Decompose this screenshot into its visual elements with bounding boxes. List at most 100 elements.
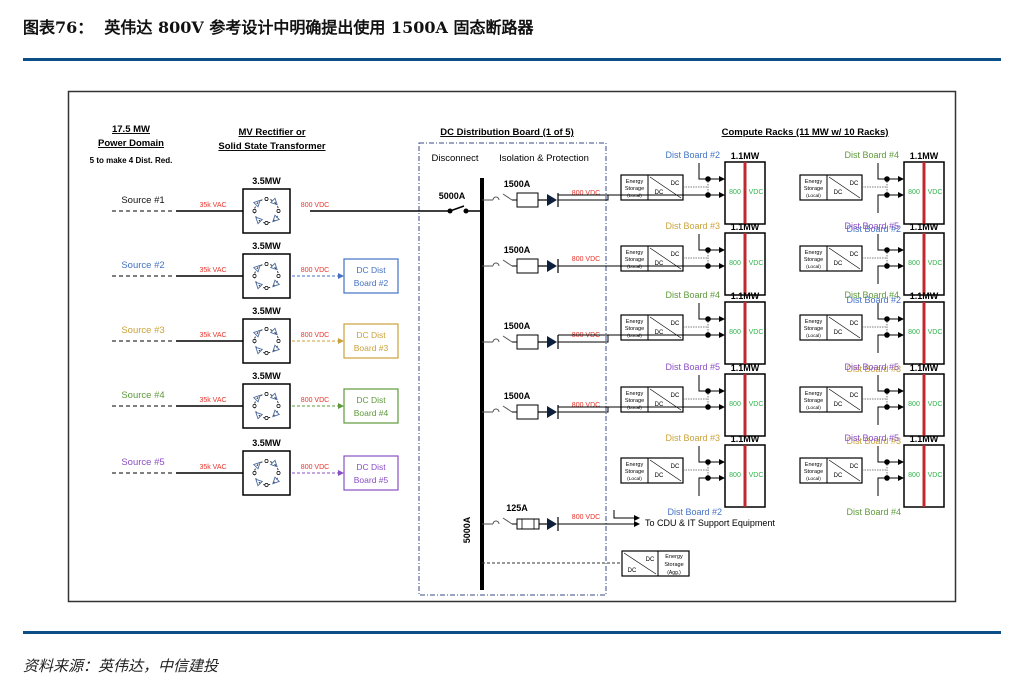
storage-dc-in: DC [671, 393, 680, 399]
rack-voltage-right: VDC [928, 329, 943, 336]
storage-label-1: Energy [805, 250, 823, 256]
breaker-rating: 125A [506, 503, 528, 513]
bottom-feed-label: Dist Board #2 [846, 224, 901, 234]
rack-rating: 1.1MW [731, 151, 760, 161]
agg-label-1: Energy [665, 554, 683, 560]
breaker-rating: 1500A [504, 179, 531, 189]
agg-dc-out: DC [628, 568, 637, 574]
arrow-icon [898, 475, 904, 481]
storage-label-1: Energy [626, 250, 644, 256]
storage-label-1: Energy [626, 462, 644, 468]
rectifier-bridge-icon [252, 459, 281, 487]
local-energy-storage [799, 174, 863, 201]
breaker-switch-icon [502, 517, 513, 525]
storage-dc-out: DC [655, 402, 664, 408]
arrow-icon [898, 192, 904, 198]
arrow-icon [338, 273, 344, 279]
storage-label-1: Energy [626, 179, 644, 185]
bottom-rule [23, 631, 1001, 634]
dc-dist-board-label-2: Board #4 [354, 408, 389, 418]
main-disconnect-rating: 5000A [439, 191, 466, 201]
solid-state-breaker-box [516, 192, 539, 208]
dc-voltage-label: 800 VDC [301, 202, 329, 209]
arrow-icon [634, 521, 640, 527]
storage-label-3: (Local) [627, 333, 642, 339]
source-label: Source #2 [121, 260, 164, 271]
breaker-switch-icon [502, 193, 513, 201]
storage-dc-in: DC [671, 252, 680, 258]
rack-rating: 1.1MW [731, 222, 760, 232]
rack-voltage-right: VDC [928, 401, 943, 408]
storage-label-2: Storage [625, 257, 644, 263]
arrow-icon [719, 404, 725, 410]
breaker-switch-icon [502, 405, 513, 413]
storage-label-2: Storage [625, 326, 644, 332]
rack-rating: 1.1MW [910, 434, 939, 444]
solid-state-breaker-box [516, 258, 539, 274]
storage-label-3: (Local) [627, 405, 642, 411]
rectifier-rating: 3.5MW [252, 306, 281, 316]
dc-voltage-label: 800 VDC [301, 267, 329, 274]
source-label: Source #3 [121, 325, 164, 336]
arrow-icon [719, 316, 725, 322]
storage-dc-in: DC [850, 181, 859, 187]
rack-voltage-right: VDC [928, 260, 943, 267]
rack-voltage-left: 800 [729, 189, 741, 196]
rack-rating: 1.1MW [731, 434, 760, 444]
local-energy-storage [620, 386, 684, 413]
breaker-contact-icon [492, 408, 500, 413]
bottom-feed-label: Dist Board #2 [846, 295, 901, 305]
dc-dist-board-label-1: DC Dist [356, 462, 386, 472]
storage-label-2: Storage [804, 257, 823, 263]
rectifier-box [242, 318, 291, 364]
ac-voltage-label: 35k VAC [199, 397, 226, 404]
breaker-voltage-label: 800 VDC [572, 514, 600, 521]
storage-dc-in: DC [850, 464, 859, 470]
storage-label-1: Energy [626, 319, 644, 325]
arrow-icon [719, 247, 725, 253]
storage-dc-out: DC [834, 261, 843, 267]
rectifier-subtitle: Solid State Transformer [218, 141, 325, 152]
diagram-frame [67, 90, 957, 603]
power-domain-title: 17.5 MW [112, 124, 150, 135]
arrow-icon [719, 176, 725, 182]
arrow-icon [898, 247, 904, 253]
source-label: Source #1 [121, 195, 164, 206]
arrow-icon [719, 263, 725, 269]
dc-dist-board-label-2: Board #3 [354, 343, 389, 353]
diode-icon [547, 518, 557, 530]
dc-voltage-label: 800 VDC [301, 397, 329, 404]
top-feed-label: Dist Board #4 [844, 290, 899, 300]
storage-label-2: Storage [804, 398, 823, 404]
rectifier-bridge-icon [252, 392, 281, 420]
rectifier-rating: 3.5MW [252, 438, 281, 448]
storage-label-3: (Local) [806, 264, 821, 270]
top-feed-label: Dist Board #5 [844, 362, 899, 372]
arrow-icon [719, 388, 725, 394]
arrow-icon [338, 403, 344, 409]
top-feed-label: Dist Board #5 [844, 221, 899, 231]
rack-voltage-right: VDC [749, 260, 764, 267]
aggregate-energy-storage: DC DC Energy Storage (Agg.) [482, 550, 690, 577]
rack-rating: 1.1MW [910, 222, 939, 232]
top-feed-label: Dist Board #4 [844, 150, 899, 160]
breaker-contact-icon [492, 338, 500, 343]
breaker-contact-icon [492, 262, 500, 267]
bottom-feed-label: Dist Board #3 [846, 436, 901, 446]
local-energy-storage [799, 314, 863, 341]
storage-dc-in: DC [671, 181, 680, 187]
breaker-output-line [558, 407, 609, 413]
